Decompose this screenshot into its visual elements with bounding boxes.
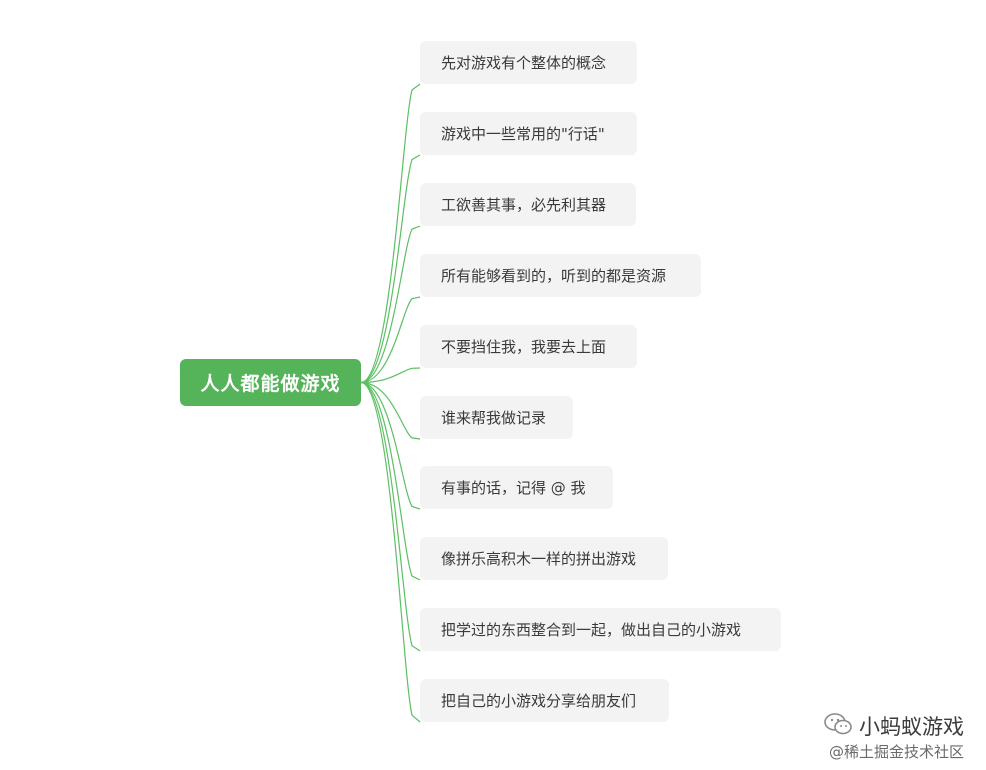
branch-node-messaging[interactable]: 有事的话，记得 @ 我 <box>420 466 613 509</box>
connector-line-9 <box>360 381 421 723</box>
watermark-community: @稀土掘金技术社区 <box>828 743 964 761</box>
branch-node-build-game[interactable]: 把学过的东西整合到一起，做出自己的小游戏 <box>420 608 781 651</box>
connector-line-2 <box>360 225 421 384</box>
branch-node-resources[interactable]: 所有能够看到的，听到的都是资源 <box>420 254 701 297</box>
connector-line-6 <box>360 381 421 510</box>
branch-node-layering[interactable]: 不要挡住我，我要去上面 <box>420 325 637 368</box>
branch-node-overview[interactable]: 先对游戏有个整体的概念 <box>420 41 637 84</box>
branch-node-tools[interactable]: 工欲善其事，必先利其器 <box>420 183 636 226</box>
branch-node-jargon[interactable]: 游戏中一些常用的"行话" <box>420 112 637 155</box>
watermark: 小蚂蚁游戏 @稀土掘金技术社区 <box>823 712 964 762</box>
branch-node-share[interactable]: 把自己的小游戏分享给朋友们 <box>420 679 669 722</box>
connector-line-8 <box>360 381 421 652</box>
connector-line-5 <box>360 381 421 440</box>
connector-line-7 <box>360 381 421 581</box>
connector-line-3 <box>360 296 421 384</box>
connector-line-1 <box>360 154 421 384</box>
branch-node-recording[interactable]: 谁来帮我做记录 <box>420 396 573 439</box>
mindmap-root-node[interactable]: 人人都能做游戏 <box>180 359 361 406</box>
wechat-icon <box>823 712 853 741</box>
watermark-account-name: 小蚂蚁游戏 <box>859 714 964 739</box>
branch-node-assembly[interactable]: 像拼乐高积木一样的拼出游戏 <box>420 537 668 580</box>
connector-line-4 <box>360 367 421 384</box>
connector-line-0 <box>360 83 421 384</box>
